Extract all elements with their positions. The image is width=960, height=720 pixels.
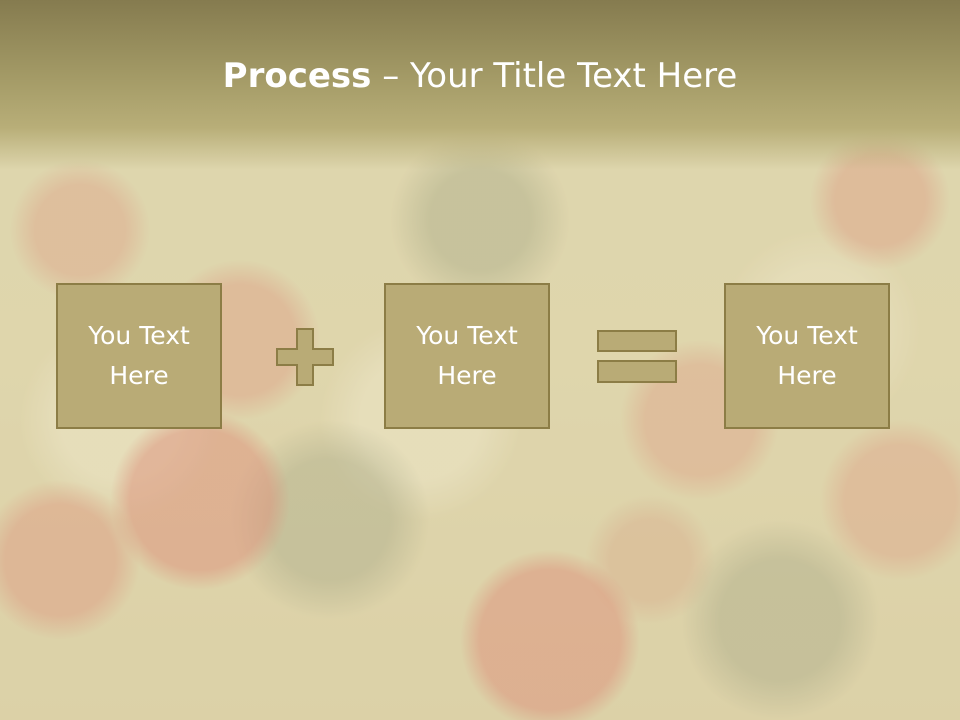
text-box-1-label: You Text Here — [88, 321, 190, 390]
title-band — [0, 0, 960, 170]
title-bold: Process — [222, 56, 372, 96]
text-box-2[interactable]: You Text Here — [384, 283, 550, 429]
title-rest: Your Title Text Here — [410, 56, 738, 96]
slide-title: Process – Your Title Text Here — [0, 54, 960, 98]
plus-icon — [276, 328, 334, 386]
title-dash: – — [371, 56, 411, 96]
text-box-3[interactable]: You Text Here — [724, 283, 890, 429]
equals-icon — [597, 330, 677, 383]
text-box-1[interactable]: You Text Here — [56, 283, 222, 429]
text-box-2-label: You Text Here — [416, 321, 518, 390]
text-box-3-label: You Text Here — [756, 321, 858, 390]
